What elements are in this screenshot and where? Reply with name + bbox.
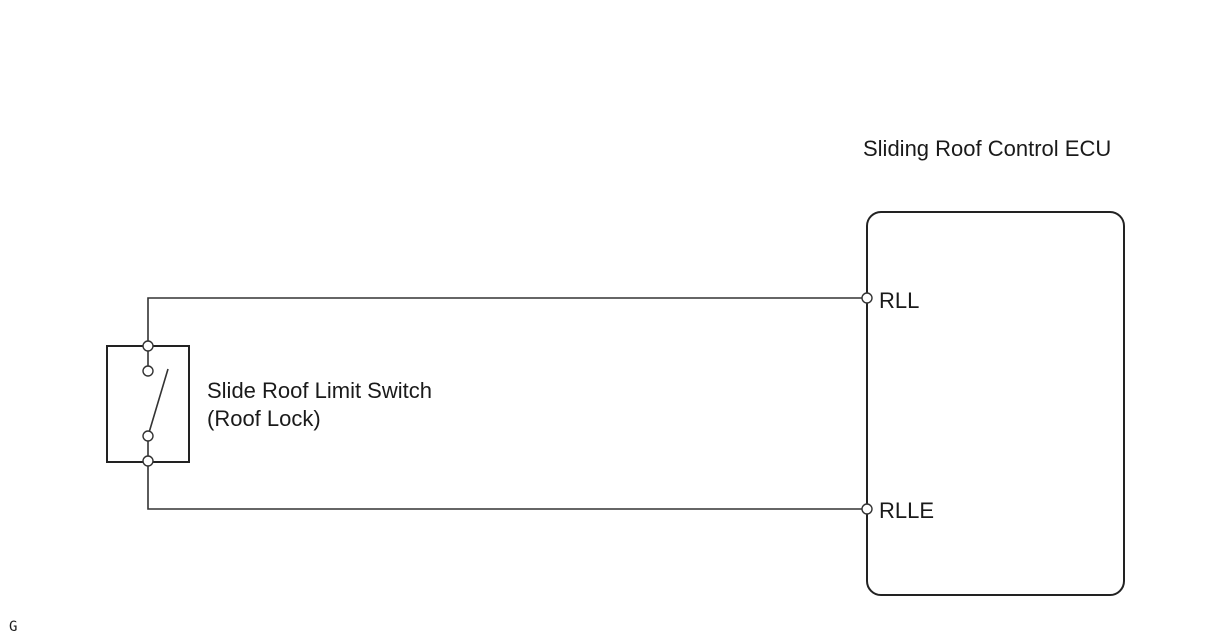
switch-label-line1: Slide Roof Limit Switch xyxy=(207,378,432,403)
switch-contact-top xyxy=(142,365,154,377)
pin-label-rll: RLL xyxy=(879,288,919,313)
ecu-terminal-rlle xyxy=(861,503,873,515)
ecu-title: Sliding Roof Control ECU xyxy=(863,136,1111,161)
pin-label-rlle: RLLE xyxy=(879,498,934,523)
switch-contact-bottom xyxy=(142,430,154,442)
wire-rll xyxy=(147,297,867,346)
switch-terminal-top xyxy=(142,340,154,352)
switch-terminal-bottom xyxy=(142,455,154,467)
corner-mark: G xyxy=(9,619,17,635)
ecu-terminal-rll xyxy=(861,292,873,304)
switch-label-line2: (Roof Lock) xyxy=(207,406,321,431)
switch-blade xyxy=(147,368,169,437)
ecu-box xyxy=(866,211,1125,596)
wire-rlle xyxy=(147,461,867,510)
